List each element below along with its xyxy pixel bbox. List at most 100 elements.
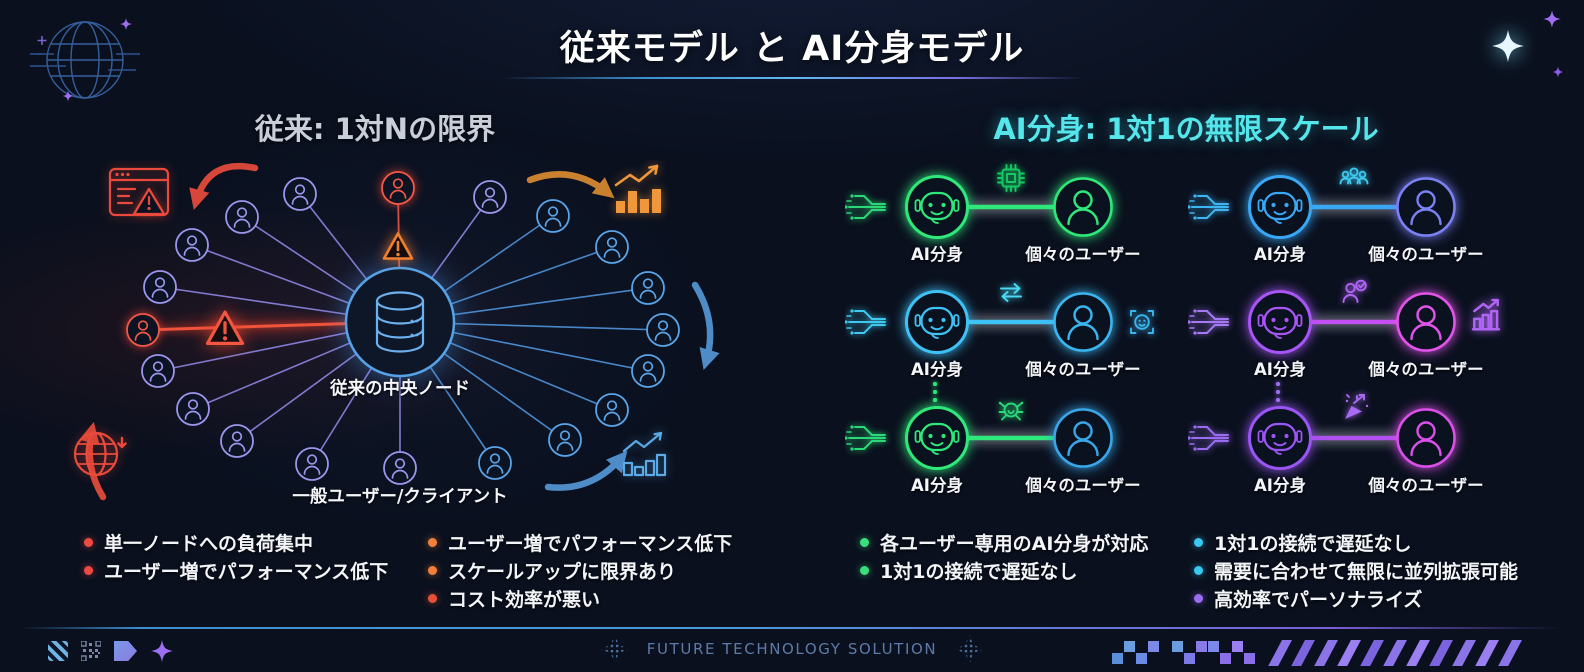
bot-icon xyxy=(998,401,1024,421)
user-icon xyxy=(1053,292,1113,352)
user-node-icon xyxy=(595,393,629,427)
right-bullet-col-1: 各ユーザー専用のAI分身が対応 1対1の接続で遅延なし xyxy=(860,533,1148,583)
bullet-text: 単一ノードへの負荷集中 xyxy=(104,533,314,555)
continuation-dots xyxy=(933,382,937,402)
bullet-item: ユーザー増でパフォーマンス低下 xyxy=(84,561,388,583)
user-node-icon xyxy=(175,228,209,262)
footer-brand: FUTURE TECHNOLOGY SOLUTION xyxy=(646,640,938,658)
footer-left-icons xyxy=(48,638,174,664)
ai-label: AI分身 xyxy=(911,245,963,264)
user-node-icon xyxy=(381,171,415,205)
bullet-dot xyxy=(84,566,93,575)
stripe-square-icon xyxy=(48,641,68,661)
ai-avatar-icon xyxy=(905,290,969,354)
bullet-text: コスト効率が悪い xyxy=(448,589,601,611)
ai-pair-row: AI分身 個々のユーザー xyxy=(843,272,1165,384)
checker-pattern-icon xyxy=(1112,641,1255,664)
ai-label: AI分身 xyxy=(1254,360,1306,379)
bullet-item: コスト効率が悪い xyxy=(428,589,732,611)
user-node-icon xyxy=(631,354,665,388)
bullet-dot xyxy=(428,566,437,575)
chip-icon xyxy=(997,164,1025,192)
user-label: 個々のユーザー xyxy=(1368,476,1484,495)
user-icon xyxy=(1053,177,1113,237)
user-node-icon xyxy=(478,446,512,480)
user-node-icon xyxy=(595,230,629,264)
user-label: 個々のユーザー xyxy=(1025,360,1141,379)
bullet-text: 1対1の接続で遅延なし xyxy=(1214,533,1412,555)
bullet-text: 各ユーザー専用のAI分身が対応 xyxy=(880,533,1149,555)
bullet-item: 単一ノードへの負荷集中 xyxy=(84,533,388,555)
face-scan-icon xyxy=(1130,310,1154,334)
ai-label: AI分身 xyxy=(911,476,963,495)
bullet-dot xyxy=(1194,594,1203,603)
browser-error-icon xyxy=(108,167,170,217)
user-icon xyxy=(1396,177,1456,237)
user-node-icon xyxy=(646,313,680,347)
bullet-dot xyxy=(428,594,437,603)
dotted-cross-icon xyxy=(953,633,986,665)
user-node-icon xyxy=(143,270,177,304)
bullet-text: 1対1の接続で遅延なし xyxy=(880,561,1078,583)
ai-pair-row: AI分身 個々のユーザー xyxy=(1186,157,1508,269)
database-icon xyxy=(375,291,425,353)
bullet-dot xyxy=(84,538,93,547)
ai-avatar-icon xyxy=(1248,406,1312,470)
bullet-text: ユーザー増でパフォーマンス低下 xyxy=(104,561,389,583)
globe-wireframe-icon xyxy=(30,17,140,102)
ai-avatar-icon xyxy=(1248,175,1312,239)
user-icon xyxy=(1396,292,1456,352)
clients-label: 一般ユーザー/クライアント xyxy=(292,487,508,507)
bullet-item: 高効率でパーソナライズ xyxy=(1194,589,1518,611)
globe-error-icon xyxy=(73,431,127,477)
user-node-icon xyxy=(283,177,317,211)
left-bullet-col-1: 単一ノードへの負荷集中 ユーザー増でパフォーマンス低下 xyxy=(84,533,388,583)
bullet-item: 1対1の接続で遅延なし xyxy=(1194,533,1518,555)
bullet-item: ユーザー増でパフォーマンス低下 xyxy=(428,533,732,555)
ai-label: AI分身 xyxy=(1254,245,1306,264)
party-popper-icon xyxy=(1345,394,1369,419)
circuit-lines-icon xyxy=(1186,193,1229,221)
central-node xyxy=(344,266,456,378)
person-check-icon xyxy=(1342,279,1367,303)
growth-chart-icon xyxy=(1471,298,1501,331)
user-label: 個々のユーザー xyxy=(1368,360,1484,379)
plus-sparkle-icon xyxy=(37,36,47,45)
circuit-lines-icon xyxy=(1186,308,1229,336)
user-icon xyxy=(1396,408,1456,468)
bullet-item: 1対1の接続で遅延なし xyxy=(860,561,1148,583)
user-node-icon xyxy=(631,271,665,305)
continuation-dots xyxy=(1276,382,1280,402)
bullet-item: 各ユーザー専用のAI分身が対応 xyxy=(860,533,1148,555)
user-label: 個々のユーザー xyxy=(1368,245,1484,264)
ai-pair-row: AI分身 個々のユーザー xyxy=(843,388,1165,500)
circuit-lines-icon xyxy=(843,193,886,221)
growth-chart-up-icon xyxy=(622,431,667,477)
user-node-icon xyxy=(176,392,210,426)
user-label: 個々のユーザー xyxy=(1025,476,1141,495)
circuit-lines-icon xyxy=(843,424,886,452)
ai-label: AI分身 xyxy=(911,360,963,379)
central-node-label: 従来の中央ノード xyxy=(330,379,470,399)
bullet-text: 需要に合わせて無限に並列拡張可能 xyxy=(1214,561,1519,583)
bullet-text: 高効率でパーソナライズ xyxy=(1214,589,1423,611)
user-node-icon xyxy=(383,451,417,485)
dotted-cross-icon xyxy=(598,633,631,665)
team-icon xyxy=(1339,167,1369,185)
user-node-icon xyxy=(126,313,160,347)
user-node-icon xyxy=(141,354,175,388)
footer-brand-row: FUTURE TECHNOLOGY SOLUTION xyxy=(0,633,1584,665)
bullet-item: スケールアップに限界あり xyxy=(428,561,732,583)
bullet-dot xyxy=(1194,538,1203,547)
user-icon xyxy=(1053,408,1113,468)
footer-divider xyxy=(20,627,1564,629)
stripes-pattern-icon xyxy=(1268,640,1522,666)
bullet-text: スケールアップに限界あり xyxy=(448,561,677,583)
ai-pair-row: AI分身 個々のユーザー xyxy=(843,157,1165,269)
ai-pair-row: AI分身 個々のユーザー xyxy=(1186,272,1508,384)
circuit-lines-icon xyxy=(1186,424,1229,452)
circuit-lines-icon xyxy=(843,308,886,336)
qr-pattern-icon xyxy=(81,641,101,661)
left-bullet-col-2: ユーザー増でパフォーマンス低下 スケールアップに限界あり コスト効率が悪い xyxy=(428,533,732,611)
